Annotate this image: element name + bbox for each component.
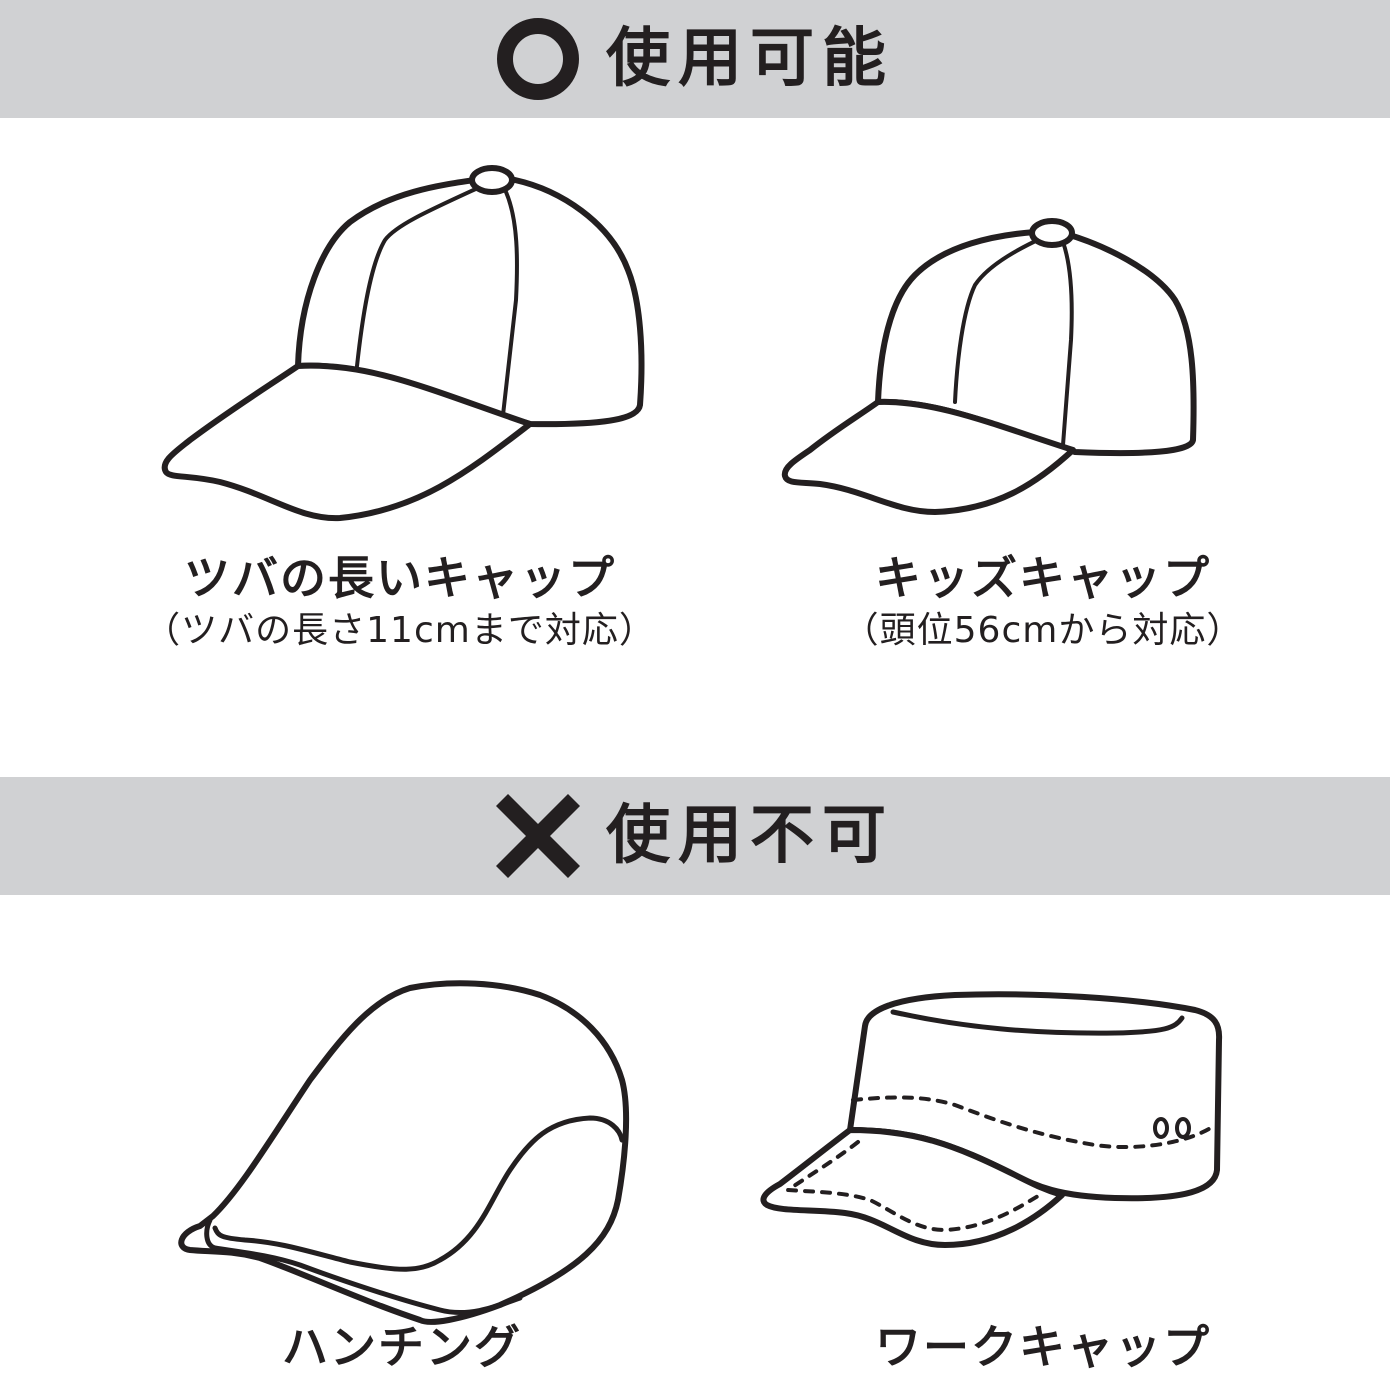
item-hunting-cap: ハンチング — [0, 900, 700, 1389]
usable-header-band: 使用可能 — [0, 0, 1390, 118]
item-note: （頭位56cmから対応） — [842, 610, 1244, 651]
cross-icon — [496, 794, 580, 878]
item-long-brim-cap: ツバの長いキャップ （ツバの長さ11cmまで対応） — [0, 0, 700, 700]
kids-cap-icon — [781, 218, 1197, 515]
hunting-cap-icon — [178, 980, 630, 1325]
item-work-cap: ワークキャップ — [695, 900, 1390, 1389]
unusable-header-band: 使用不可 — [0, 777, 1390, 895]
item-name: ツバの長いキャップ — [184, 551, 616, 605]
circle-icon — [497, 18, 579, 100]
item-name: ハンチング — [282, 1320, 522, 1374]
long-brim-cap-icon — [161, 165, 645, 522]
item-note: （ツバの長さ11cmまで対応） — [144, 610, 656, 651]
item-name: キッズキャップ — [875, 551, 1211, 605]
usable-title: 使用可能 — [606, 22, 894, 96]
work-cap-icon — [760, 991, 1223, 1248]
item-name: ワークキャップ — [875, 1320, 1211, 1374]
unusable-title: 使用不可 — [606, 799, 894, 873]
item-kids-cap: キッズキャップ （頭位56cmから対応） — [695, 0, 1390, 700]
